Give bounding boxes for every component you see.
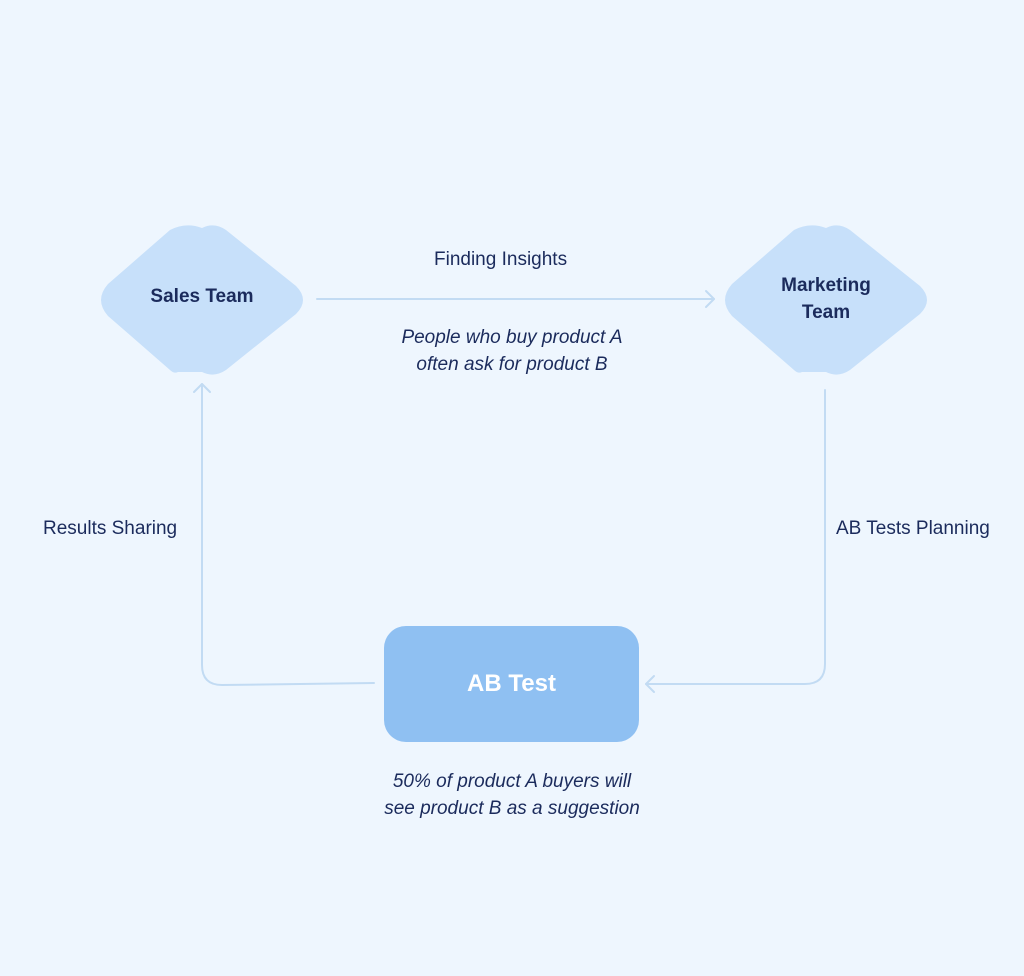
insight-note-line-2: often ask for product B [416, 354, 608, 375]
marketing-team-label-line-2: Team [801, 302, 851, 323]
sales-team-node[interactable] [101, 225, 303, 375]
results-sharing-label: Results Sharing [43, 518, 178, 539]
ab-tests-planning-arrow [645, 389, 826, 693]
finding-insights-label: Finding Insights [434, 249, 568, 270]
test-note-line-2: see product B as a suggestion [384, 798, 640, 819]
test-note-line-1: 50% of product A buyers will [392, 771, 632, 792]
marketing-team-node[interactable] [725, 225, 927, 375]
ab-test-node[interactable] [384, 626, 639, 742]
ab-tests-planning-label: AB Tests Planning [836, 518, 990, 539]
test-note: 50% of product A buyers will see product… [312, 768, 712, 822]
finding-insights-arrow [316, 290, 715, 308]
marketing-team-label: Marketing Team [736, 272, 916, 326]
sales-team-label: Sales Team [150, 286, 254, 307]
insight-note: People who buy product A often ask for p… [312, 324, 712, 378]
marketing-team-label-line-1: Marketing [781, 275, 871, 296]
ab-test-label: AB Test [467, 670, 556, 697]
results-sharing-arrow [193, 383, 375, 686]
insight-note-line-1: People who buy product A [401, 327, 623, 348]
